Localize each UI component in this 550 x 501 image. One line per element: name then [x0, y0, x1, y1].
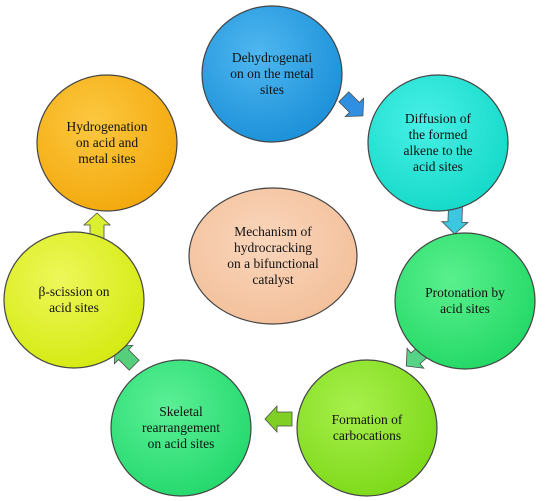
arrow-carbocations-to-skeletal	[264, 404, 293, 434]
step-dehydrogenation-node	[201, 5, 343, 143]
step-skeletal-node	[110, 359, 252, 497]
step-carbocations-node	[296, 359, 438, 497]
arrow-dehydrogenation-to-diffusion	[338, 91, 365, 118]
step-hydrogenation-node	[36, 74, 178, 212]
step-diffusion-node	[367, 74, 509, 212]
step-protonation-node	[394, 232, 536, 370]
center-node	[188, 187, 358, 325]
step-beta-scission-node	[3, 231, 145, 369]
